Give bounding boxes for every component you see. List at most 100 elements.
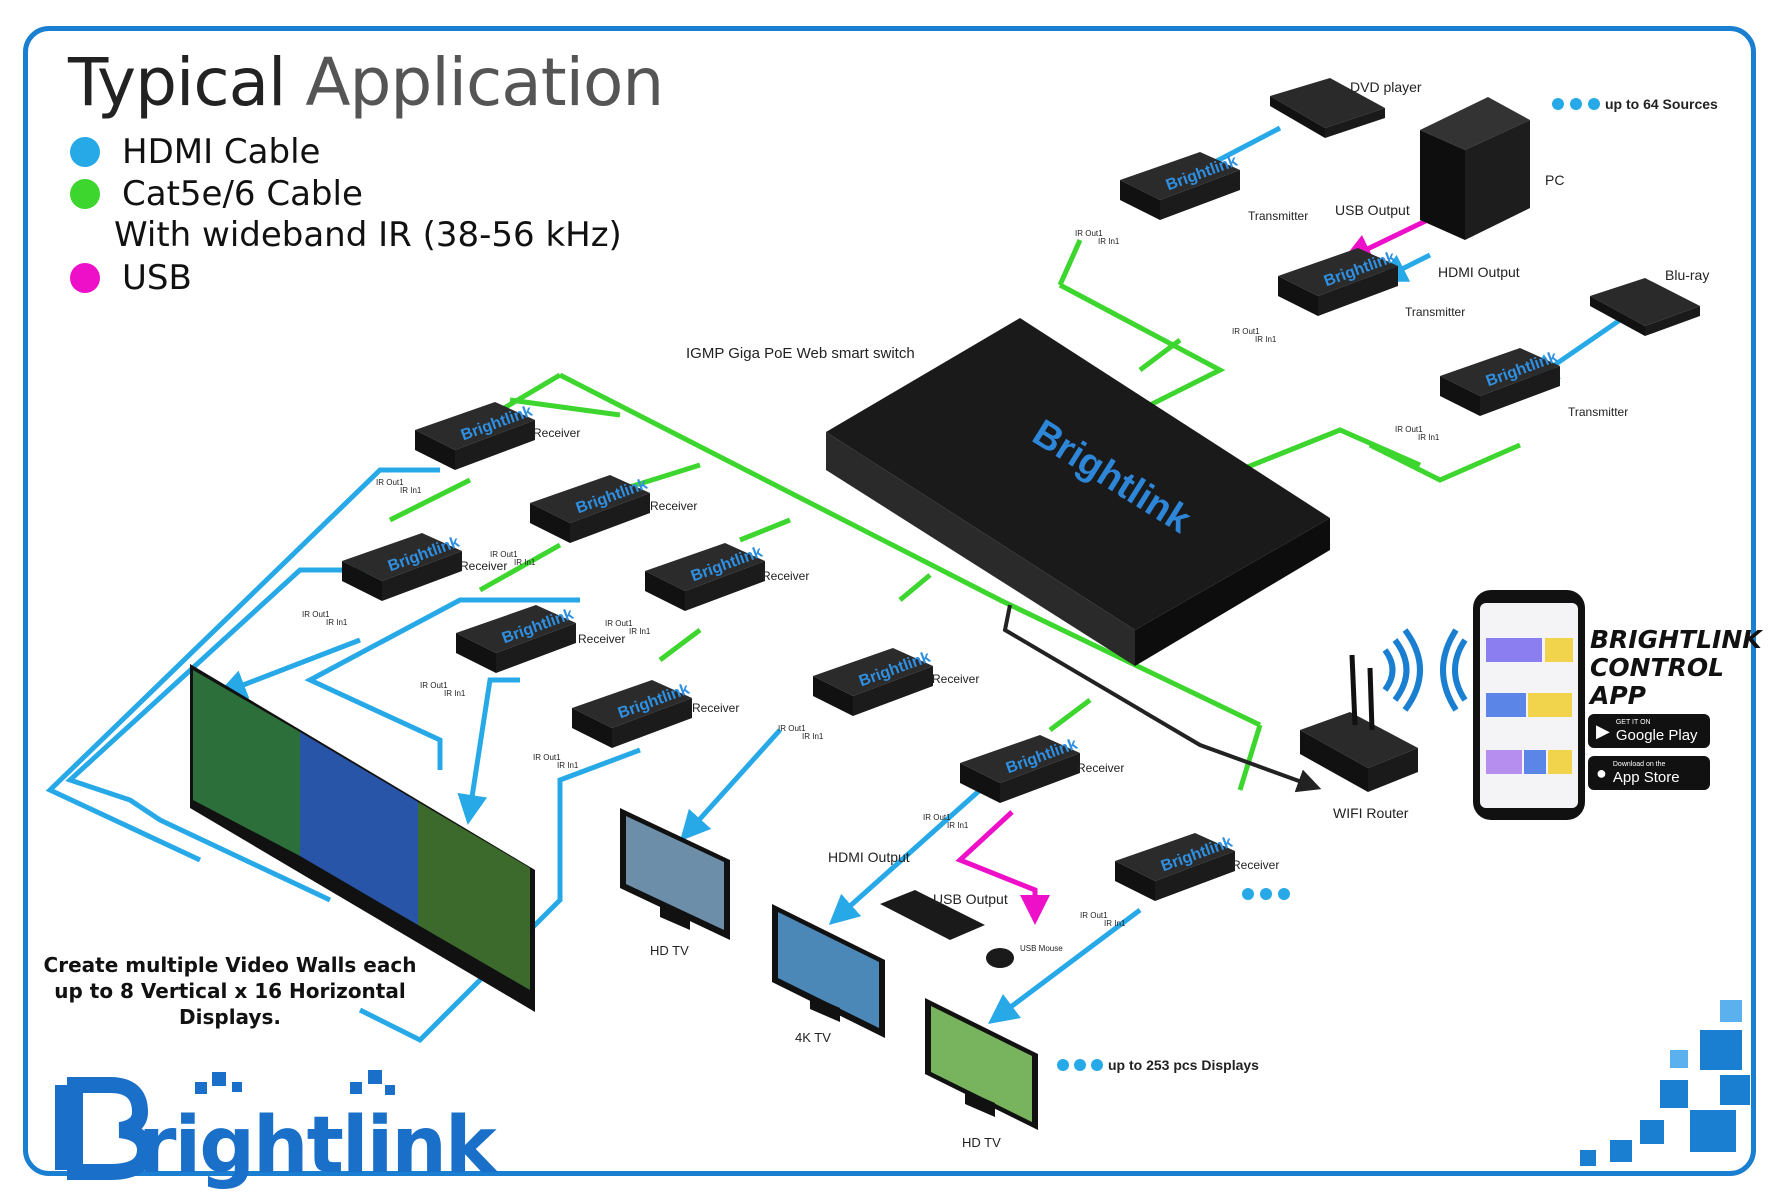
receiver-2-irout: IR Out1 (490, 550, 518, 559)
app-title-line3: APP (1590, 681, 1646, 710)
more-receivers-dots (1242, 888, 1290, 900)
hdmi-cables (45, 125, 1622, 1044)
legend-usb-label: USB (122, 258, 192, 298)
transmitter-3-irin: IR In1 (1418, 433, 1440, 442)
receiver-9 (1115, 833, 1235, 901)
usb-output-label: USB Output (1335, 202, 1410, 218)
brand-wordmark-text: rightlink (138, 1101, 497, 1191)
hdmi-rx-wall-3 (215, 637, 361, 699)
app-store-button[interactable]: ● Download on the App Store (1588, 756, 1710, 790)
cat-cable-rx-j (658, 628, 702, 662)
receiver-7-irout: IR Out1 (778, 724, 806, 733)
legend-hdmi-label: HDMI Cable (122, 132, 321, 172)
video-wall (190, 664, 535, 1012)
transmitter-3 (1440, 348, 1560, 416)
usb-rx-keyboard (955, 810, 1050, 925)
usb-color-dot (70, 263, 100, 293)
legend-ir-note: With wideband IR (38-56 kHz) (114, 215, 622, 255)
hd-tv (620, 808, 730, 940)
pc-tower (1420, 97, 1530, 240)
cat-cable-rx-i (478, 542, 562, 593)
wifi-signal-icon-2 (1440, 628, 1468, 712)
hdmi-rx-wall-5 (457, 677, 520, 825)
receiver-4-label: Receiver (762, 569, 809, 583)
legend-usb: USB (70, 258, 192, 298)
more-sources-label: up to 64 Sources (1605, 96, 1718, 112)
diagram-frame (23, 26, 1756, 1176)
receiver-2 (530, 475, 650, 543)
mouse (986, 948, 1014, 968)
hdmi-rx-wall-2 (65, 567, 380, 903)
receiver-hdmi-output-label: HDMI Output (828, 849, 910, 865)
hdmi-rx-wall-6 (358, 747, 641, 1044)
brand-wordmark: rightlink (138, 1075, 497, 1191)
receiver-9-label: Receiver (1232, 858, 1279, 872)
receiver-7 (813, 648, 933, 716)
receiver-3 (342, 533, 462, 601)
cat-color-dot (70, 179, 100, 209)
transmitter-1-irout: IR Out1 (1075, 229, 1103, 238)
transmitter-2-label: Transmitter (1405, 305, 1465, 319)
apple-icon: ● (1596, 762, 1607, 783)
receiver-1-irin: IR In1 (400, 486, 422, 495)
diagram-title: Typical Application (68, 50, 664, 116)
hdmi-rx-4ktv (828, 788, 982, 925)
wifi-router (1300, 654, 1418, 792)
app-title: BRIGHTLINK CONTROL APP (1590, 625, 1762, 710)
title-part1: Typical (68, 44, 286, 121)
app-store-big: App Store (1612, 768, 1680, 786)
hdmi-rx-hdtv2 (988, 908, 1142, 1024)
receiver-1 (415, 402, 535, 470)
more-displays-label: up to 253 pcs Displays (1108, 1057, 1259, 1073)
cat-cable-transmitters (1058, 282, 1522, 483)
usb-mouse-label: USB Mouse (1020, 944, 1063, 953)
cat-cable-tx1 (1057, 238, 1083, 287)
cat-cable-rx-d (898, 573, 932, 602)
receiver-4-irin: IR In1 (629, 627, 651, 636)
transmitter-2-irout: IR Out1 (1232, 327, 1260, 336)
bluray-label: Blu-ray (1665, 267, 1709, 283)
receiver-9-irout: IR Out1 (1080, 911, 1108, 920)
cat-cable-tx2 (1138, 338, 1182, 372)
receiver-7-label: Receiver (932, 672, 979, 686)
phone-mockup (1473, 590, 1585, 820)
hd-tv-2-label: HD TV (962, 1135, 1001, 1150)
transmitter-3-irout: IR Out1 (1395, 425, 1423, 434)
network-switch: Brightlink (826, 318, 1330, 666)
legend-cat: Cat5e/6 Cable (70, 174, 363, 214)
bluray-player (1590, 278, 1700, 336)
4k-tv-label: 4K TV (795, 1030, 831, 1045)
router-label: WIFI Router (1333, 805, 1409, 821)
receiver-8-label: Receiver (1077, 761, 1124, 775)
google-play-small: GET IT ON (1615, 718, 1651, 726)
cat-cable-rx-h (388, 477, 472, 523)
brand-logo-mark (55, 1070, 395, 1180)
transmitter-2-irin: IR In1 (1255, 335, 1277, 344)
receiver-3-irin: IR In1 (326, 618, 348, 627)
hdmi-color-dot (70, 137, 100, 167)
transmitter-1-irin: IR In1 (1098, 237, 1120, 246)
app-title-line1: BRIGHTLINK (1590, 625, 1762, 654)
receiver-1-irout: IR Out1 (376, 478, 404, 487)
cat-cable-rx-f (1237, 724, 1263, 791)
dvd-label: DVD player (1350, 79, 1422, 95)
more-sources-dots (1552, 98, 1600, 110)
receiver-2-irin: IR In1 (514, 558, 536, 567)
decorative-pixel-blocks (1580, 1000, 1750, 1166)
receiver-1-label: Receiver (533, 426, 580, 440)
legend-cat-label: Cat5e/6 Cable (122, 174, 363, 214)
receiver-3-label: Receiver (460, 559, 507, 573)
wifi-signal-icon (1382, 628, 1423, 712)
hdmi-rx-wall-1 (45, 467, 440, 863)
dvd-player (1270, 78, 1385, 138)
receiver-5-label: Receiver (578, 632, 625, 646)
transmitter-2 (1278, 248, 1398, 316)
legend-hdmi: HDMI Cable (70, 132, 320, 172)
hdmi-rx-wall-4 (304, 597, 580, 770)
app-title-line2: CONTROL (1590, 653, 1725, 682)
4k-tv (772, 904, 885, 1038)
google-play-button[interactable]: ▶ GET IT ON Google Play (1588, 714, 1710, 748)
receiver-5 (456, 605, 576, 673)
cat-cable-main-bus (558, 372, 1262, 728)
